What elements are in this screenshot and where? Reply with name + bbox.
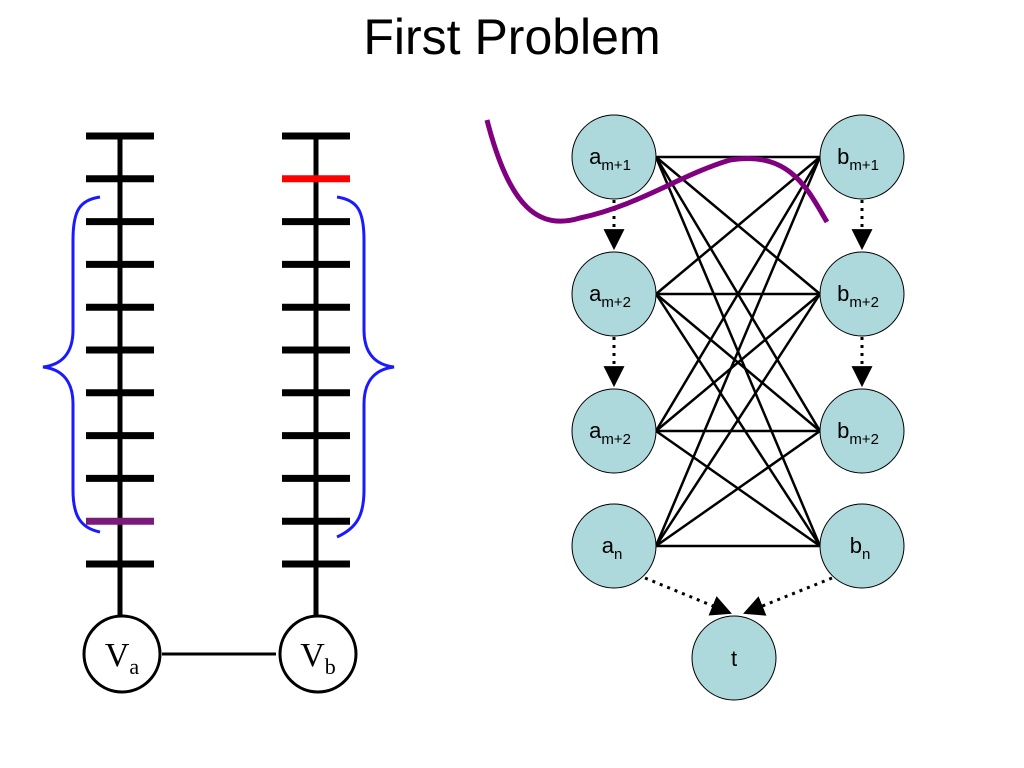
brace-left [42,195,101,534]
edge-a2-b1 [655,156,821,295]
node-b1: bm+1 [819,114,905,200]
svg-text:Vb: Vb [300,637,336,679]
stack-b-ticks [282,132,350,568]
edge-a4-b3 [655,429,821,548]
edge-a3-b2 [655,293,821,432]
node-an: an [571,503,657,589]
chain-arrows [603,200,873,616]
svg-text:am+1: am+1 [589,144,631,174]
svg-text:an: an [602,533,623,563]
node-a2: am+2 [571,251,657,337]
svg-text:bm+2: bm+2 [837,281,879,311]
svg-text:am+2: am+2 [589,418,631,448]
node-b3: bm+2 [819,388,905,474]
svg-text:Va: Va [105,637,140,679]
edge-a3-b1 [654,156,822,432]
svg-text:am+2: am+2 [589,281,631,311]
svg-text:t: t [731,646,737,671]
stack-b [282,132,350,615]
stack-a-ticks [86,132,154,568]
bipartite-edges [654,155,822,548]
arrow-an-t [644,576,732,616]
cut-curve [484,119,830,224]
node-a3: am+2 [571,388,657,474]
node-t: t [691,615,777,701]
svg-text:bm+2: bm+2 [837,418,879,448]
stack-a [86,132,154,615]
node-b2: bm+2 [819,251,905,337]
edge-a4-b2 [654,293,822,547]
arrow-bn-t [743,576,833,616]
node-bn: bn [819,503,905,589]
brace-right [336,195,395,539]
edge-a4-b1 [654,156,822,547]
node-vb: Vb [278,614,358,694]
slide-title: First Problem [363,9,661,65]
node-a1: am+1 [571,114,657,200]
svg-text:bm+1: bm+1 [837,144,879,174]
node-va: Va [82,614,162,694]
svg-text:bn: bn [850,533,871,563]
